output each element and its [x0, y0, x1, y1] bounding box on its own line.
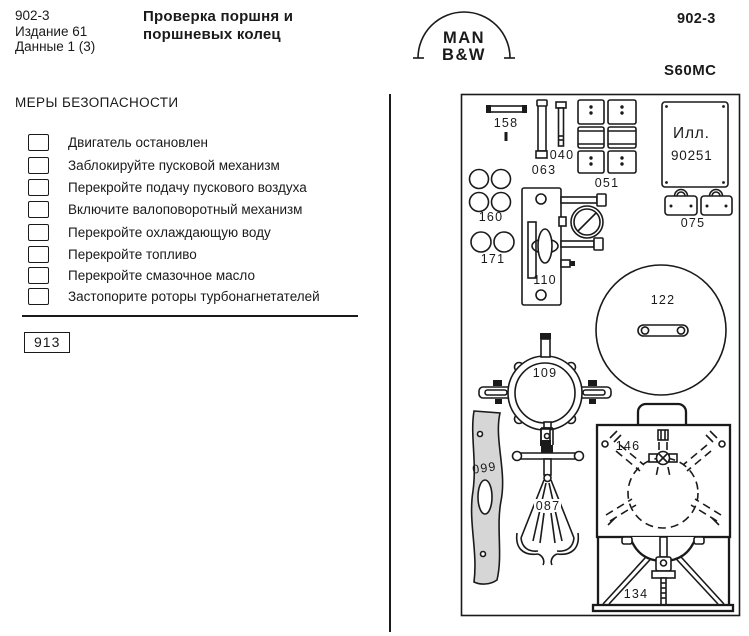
doc-edition: Издание 61 — [15, 23, 88, 39]
tool-158: 158 — [486, 105, 527, 141]
tool-040: 040 — [550, 101, 574, 162]
safety-item: Включите валоповоротный механизм — [28, 201, 302, 218]
part-number: 051 — [595, 176, 619, 190]
tool-099: 099 — [470, 410, 504, 585]
safety-item: Застопорите роторы турбонагнетателей — [28, 288, 320, 305]
safety-item-label: Включите валоповоротный механизм — [68, 202, 303, 217]
part-number: 040 — [550, 148, 574, 162]
horizontal-rule — [22, 315, 358, 317]
tool-087: 087 — [511, 421, 585, 566]
part-number: 110 — [533, 273, 557, 287]
safety-item: Заблокируйте пусковой механизм — [28, 157, 280, 174]
logo-arc-icon — [417, 11, 511, 59]
checkbox-icon — [28, 224, 49, 241]
part-number: 146 — [616, 439, 640, 453]
checkbox-icon — [28, 157, 49, 174]
part-number: 134 — [624, 587, 648, 601]
safety-item: Перекройте охлаждающую воду — [28, 224, 271, 241]
tool-134: 134 — [591, 536, 735, 613]
safety-item-label: Заблокируйте пусковой механизм — [68, 158, 280, 173]
tool-122: 122 — [595, 264, 727, 396]
figure-number: 90251 — [671, 148, 713, 163]
column-divider — [389, 94, 391, 632]
tool-051: 051 — [577, 99, 637, 190]
checkbox-icon — [28, 179, 49, 196]
page-title-line2: поршневых колец — [143, 25, 281, 43]
page-title: Проверка поршня и поршневых колец — [143, 8, 293, 43]
safety-item-label: Перекройте смазочное масло — [68, 268, 255, 283]
part-number: 160 — [479, 210, 503, 224]
checkbox-icon — [28, 267, 49, 284]
engine-model: S60MC — [664, 62, 717, 79]
figure-label: Илл. — [673, 125, 710, 142]
tool-171: 171 — [470, 231, 515, 266]
part-number: 075 — [681, 216, 705, 230]
tool-075: 075 — [664, 188, 733, 230]
safety-item: Перекройте подачу пускового воздуха — [28, 179, 307, 196]
safety-item: Перекройте топливо — [28, 246, 197, 263]
safety-item: Двигатель остановлен — [28, 134, 208, 151]
part-number: 109 — [533, 366, 557, 380]
part-number: 122 — [651, 293, 675, 307]
tools-illustration: 158 063 040 051 Илл — [460, 93, 741, 617]
safety-item-label: Перекройте подачу пускового воздуха — [68, 180, 307, 195]
checkbox-icon — [28, 246, 49, 263]
logo-text-man: MAN — [443, 29, 485, 47]
tool-063: 063 — [532, 99, 556, 177]
tool-160: 160 — [468, 168, 512, 224]
safety-item-label: Двигатель остановлен — [68, 135, 208, 150]
part-number: 063 — [532, 163, 556, 177]
page-title-line1: Проверка поршня и — [143, 8, 294, 25]
doc-ref: 902-3 — [15, 8, 50, 23]
tool-110: 110 — [521, 187, 607, 306]
logo-text-bw: B&W — [442, 46, 486, 64]
part-number: 087 — [536, 499, 560, 513]
part-number: 099 — [471, 459, 497, 476]
doc-header-left: 902-3 Издание 61 Данные 1 (3) — [15, 8, 95, 55]
checkbox-icon — [28, 288, 49, 305]
safety-item: Перекройте смазочное масло — [28, 267, 255, 284]
safety-item-label: Перекройте топливо — [68, 247, 197, 262]
safety-heading: МЕРЫ БЕЗОПАСНОСТИ — [15, 95, 179, 110]
tool-146: 146 — [595, 402, 732, 539]
part-number: 171 — [481, 252, 505, 266]
part-number: 158 — [494, 116, 518, 130]
checkbox-icon — [28, 201, 49, 218]
safety-item-label: Перекройте охлаждающую воду — [68, 225, 271, 240]
safety-item-label: Застопорите роторы турбонагнетателей — [68, 289, 320, 304]
figure-number-box: Илл. 90251 — [661, 101, 729, 188]
doc-ref-top-right: 902-3 — [677, 11, 716, 27]
man-bw-logo: MAN B&W — [411, 6, 517, 66]
tool-109: 109 — [478, 333, 612, 446]
checkbox-icon — [28, 134, 49, 151]
procedure-ref-box: 913 — [24, 332, 71, 353]
doc-data-sheet: Данные 1 (3) — [15, 39, 96, 54]
